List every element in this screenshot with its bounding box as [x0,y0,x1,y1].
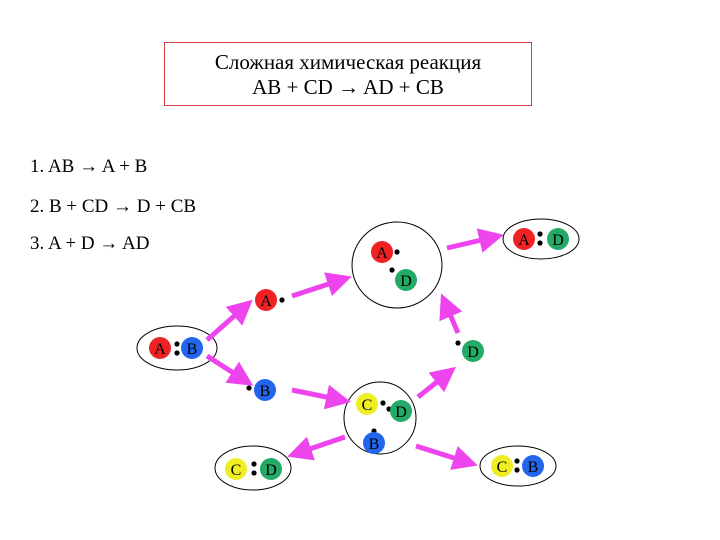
arrow-cdb-to-cd [287,434,346,461]
atom-cb-b: B [522,455,544,477]
svg-text:D: D [400,273,412,290]
atom-int-a: A [371,241,393,263]
arrow-b-to-cdb-intermediate [291,384,351,410]
atom-int-d2: D [390,400,412,422]
svg-text:C: C [362,397,373,414]
title-line-2: AB + CD → AD + CB [252,75,444,99]
atom-free-b: B [254,379,276,401]
atom-ad-d: D [547,228,569,250]
atom-free-a: A [255,289,277,311]
svg-text:D: D [395,404,407,421]
arrow-ab-to-a [205,299,253,342]
atom-free-d: D [462,340,484,362]
atom-int-b: B [363,432,385,454]
svg-text:A: A [376,245,388,262]
arrow-d-to-ad-intermediate [439,293,463,334]
atom-cd-d: D [260,458,282,480]
complex-ad-intermediate-circle [351,221,443,309]
svg-text:A: A [260,293,272,310]
title-box: Сложная химическая реакция AB + CD → AD … [164,42,532,106]
atom-ab-a: A [149,337,171,359]
svg-text:B: B [260,383,271,400]
arrows [205,228,504,470]
svg-text:C: C [231,462,242,479]
step-1: 1. AB → A + B [30,156,148,177]
atom-ad-a: A [513,228,535,250]
svg-text:A: A [154,341,166,358]
svg-text:D: D [265,462,277,479]
complex-ab-circle [136,325,218,371]
arrow-cdb-to-cb [415,443,478,470]
atom-int-d: D [395,269,417,291]
atom-cb-c: C [491,455,513,477]
step-3: 3. A + D → AD [30,233,150,254]
bond-dots [174,231,543,476]
arrow-a-to-ad-intermediate [291,272,352,299]
atom-cd-c: C [225,458,247,480]
complex-cd-circle [214,445,292,491]
arrow-cdb-to-d [416,366,456,399]
svg-text:D: D [467,344,479,361]
svg-text:C: C [497,459,508,476]
complex-cdb-intermediate-circle [343,381,417,455]
complex-cb-circle [479,445,557,487]
svg-text:B: B [369,436,380,453]
atom-int-c: C [356,393,378,415]
arrow-ab-to-b [205,353,254,386]
atom-ab-b: B [181,337,203,359]
svg-text:B: B [528,459,539,476]
step-2: 2. B + CD → D + CB [30,196,197,217]
title-line-1: Сложная химическая реакция [214,50,482,74]
svg-text:D: D [552,232,564,249]
arrow-to-ad [446,228,504,253]
svg-text:A: A [518,232,530,249]
svg-text:B: B [187,341,198,358]
